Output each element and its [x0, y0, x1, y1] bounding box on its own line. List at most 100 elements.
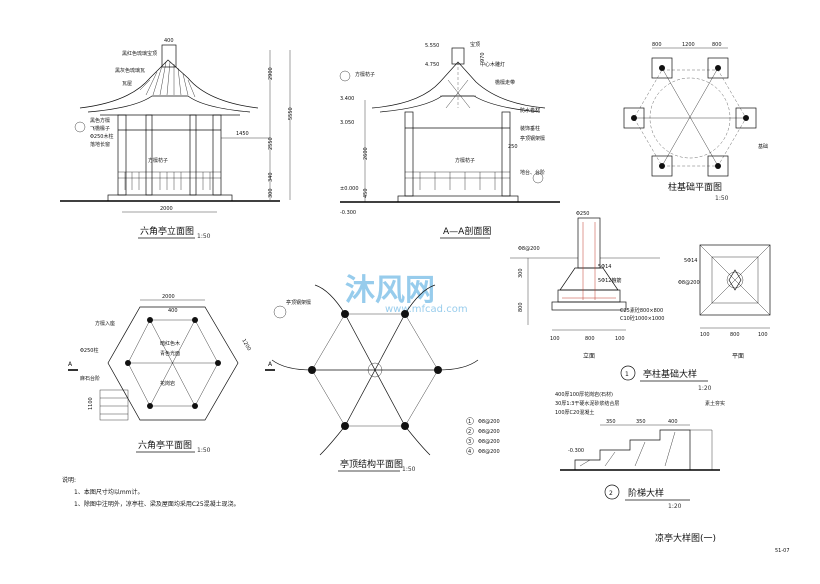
svg-text:黑红色琉璃宝顶: 黑红色琉璃宝顶 — [122, 50, 157, 57]
svg-text:1: 1 — [625, 371, 629, 378]
svg-text:说明:: 说明: — [62, 476, 76, 484]
svg-text:800: 800 — [585, 336, 595, 342]
svg-text:250: 250 — [508, 144, 518, 150]
svg-text:1:20: 1:20 — [698, 385, 712, 392]
svg-text:340: 340 — [268, 172, 274, 182]
svg-text:4.750: 4.750 — [425, 62, 439, 68]
svg-text:1、除图中注明外，凉亭柱、梁及屋面均采用C25混凝土现浇。: 1、除图中注明外，凉亭柱、梁及屋面均采用C25混凝土现浇。 — [74, 500, 240, 508]
roof-plan-view: 亭顶钢架檩 1 Φ8@200 2 Φ8@200 3 Φ8@200 4 Φ8@20… — [271, 284, 500, 473]
footing-detail: Φ250 Φ8@200 5Φ14 5Φ12箍筋 C25素砼800×800 C10… — [510, 211, 771, 392]
roof-finial — [161, 44, 177, 68]
plan-title: 六角亭平面图 — [138, 439, 192, 451]
svg-text:100: 100 — [758, 332, 768, 338]
svg-text:800: 800 — [518, 302, 524, 312]
svg-text:方檩枋子: 方檩枋子 — [148, 157, 168, 164]
svg-text:5Φ14: 5Φ14 — [598, 264, 611, 270]
column-plan-title: 柱基础平面图 — [668, 181, 722, 193]
svg-text:黑色方檩: 黑色方檩 — [90, 117, 110, 124]
sheet-number: 51-07 — [775, 548, 790, 554]
svg-text:400: 400 — [164, 38, 174, 44]
svg-text:Φ8@200: Φ8@200 — [478, 449, 500, 455]
svg-text:暗红色木: 暗红色木 — [160, 340, 180, 347]
svg-text:1200: 1200 — [240, 338, 252, 352]
svg-text:400: 400 — [668, 419, 678, 425]
svg-text:5Φ14: 5Φ14 — [684, 258, 697, 264]
stair-detail-title: 阶梯大样 — [628, 487, 664, 499]
svg-text:2900: 2900 — [268, 67, 274, 80]
svg-text:100: 100 — [550, 336, 560, 342]
svg-text:Φ250柱: Φ250柱 — [80, 347, 98, 354]
section-title: A—A剖面图 — [443, 225, 491, 237]
svg-text:5Φ12箍筋: 5Φ12箍筋 — [598, 277, 621, 284]
svg-text:瓦屋: 瓦屋 — [122, 81, 132, 87]
svg-text:2: 2 — [468, 429, 471, 435]
svg-text:-0.300: -0.300 — [340, 210, 356, 216]
svg-text:4: 4 — [468, 449, 471, 455]
svg-text:300: 300 — [518, 268, 524, 278]
watermark: 沐风网 www.mfcad.com — [345, 273, 468, 315]
svg-text:450: 450 — [363, 188, 369, 198]
svg-text:800: 800 — [712, 42, 722, 48]
sheet-title: 凉亭大样图(一) — [655, 532, 716, 544]
svg-text:-0.300: -0.300 — [568, 448, 584, 454]
svg-text:Φ250: Φ250 — [576, 211, 589, 217]
svg-text:1: 1 — [468, 419, 471, 425]
svg-text:2550: 2550 — [268, 137, 274, 150]
svg-text:2: 2 — [609, 490, 613, 497]
footing-detail-title: 亭柱基础大样 — [643, 368, 697, 380]
roof-rebar-legend: 1 Φ8@200 2 Φ8@200 3 Φ8@200 4 Φ8@200 — [466, 417, 500, 455]
roof-outline — [79, 59, 259, 109]
svg-text:5550: 5550 — [288, 107, 294, 120]
roof-plan-title: 亭顶结构平面图 — [340, 458, 403, 470]
svg-text:Φ250木柱: Φ250木柱 — [90, 133, 113, 140]
svg-text:A: A — [268, 361, 273, 368]
svg-text:Φ8@200: Φ8@200 — [478, 429, 500, 435]
section-view: 5.550 4.750 3.400 3.050 ±0.000 -0.300 26… — [339, 41, 560, 239]
svg-text:3.400: 3.400 — [340, 96, 354, 102]
svg-text:Φ8@200: Φ8@200 — [518, 246, 540, 252]
svg-text:±0.000: ±0.000 — [340, 186, 359, 192]
svg-text:400厚100厚花岗岩(石材): 400厚100厚花岗岩(石材) — [555, 391, 613, 398]
svg-text:A: A — [68, 361, 73, 368]
svg-text:1:50: 1:50 — [715, 195, 729, 202]
svg-text:400: 400 — [168, 308, 178, 314]
svg-text:C10砼1000×1000: C10砼1000×1000 — [620, 315, 665, 322]
svg-text:350: 350 — [636, 419, 646, 425]
elevation-title: 六角亭立面图 — [140, 225, 194, 237]
svg-text:Φ8@200: Φ8@200 — [478, 439, 500, 445]
svg-text:1、本图尺寸均以mm计。: 1、本图尺寸均以mm计。 — [74, 488, 144, 496]
svg-text:1:50: 1:50 — [197, 233, 211, 240]
stair-detail: -0.300 350 350 400 400厚100厚花岗岩(石材) 30厚1:… — [555, 391, 725, 510]
svg-text:1:50: 1:50 — [197, 447, 211, 454]
svg-text:Φ8@200: Φ8@200 — [678, 280, 700, 286]
svg-text:1450: 1450 — [236, 131, 249, 137]
plan-view: A A 2000 400 1100 1200 方檩入座 Φ250柱 暗红色木 青… — [68, 294, 275, 454]
svg-text:沐风网: 沐风网 — [345, 273, 435, 308]
svg-text:亭顶钢架檩: 亭顶钢架檩 — [520, 135, 545, 142]
svg-text:中心木雕灯: 中心木雕灯 — [480, 61, 505, 68]
svg-text:970: 970 — [480, 52, 486, 62]
svg-text:方檩入座: 方檩入座 — [95, 320, 115, 327]
svg-text:1100: 1100 — [88, 397, 94, 410]
svg-text:平面: 平面 — [732, 353, 744, 360]
column-right — [212, 114, 222, 196]
plan-hexagon-outer — [107, 306, 239, 421]
svg-text:2000: 2000 — [162, 294, 175, 300]
svg-text:宝顶: 宝顶 — [470, 41, 480, 48]
svg-text:800: 800 — [730, 332, 740, 338]
svg-text:地台、台阶: 地台、台阶 — [520, 169, 545, 176]
general-notes: 说明: 1、本图尺寸均以mm计。 1、除图中注明外，凉亭柱、梁及屋面均采用C25… — [62, 476, 240, 508]
svg-text:立面: 立面 — [583, 352, 595, 360]
svg-text:2000: 2000 — [160, 206, 173, 212]
svg-text:1200: 1200 — [682, 42, 695, 48]
svg-text:方檩枋子: 方檩枋子 — [355, 71, 375, 78]
svg-text:Φ8@200: Φ8@200 — [478, 419, 500, 425]
svg-text:花岗岩: 花岗岩 — [160, 380, 175, 387]
svg-text:方檩枋子: 方檩枋子 — [455, 157, 475, 164]
svg-text:3: 3 — [468, 439, 471, 445]
svg-text:装饰垂柱: 装饰垂柱 — [520, 125, 540, 132]
svg-text:100: 100 — [615, 336, 625, 342]
svg-text:5.550: 5.550 — [425, 43, 439, 49]
